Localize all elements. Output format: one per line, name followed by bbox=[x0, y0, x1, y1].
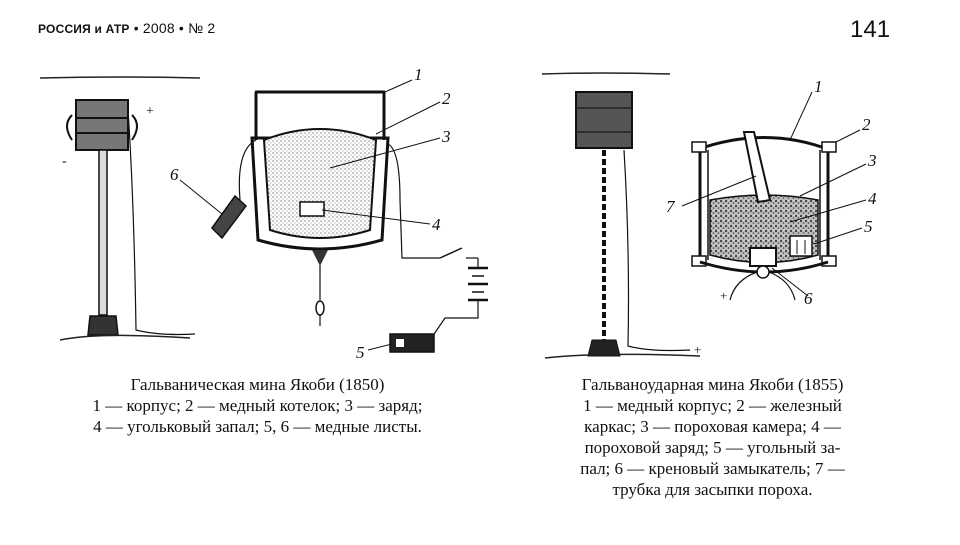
right-caption-line-2: каркас; 3 — пороховая камера; 4 — bbox=[584, 417, 841, 436]
left-figure-caption: Гальваническая мина Якоби (1850) 1 — кор… bbox=[30, 374, 485, 437]
right-caption-line-3: пороховой заряд; 5 — угольный за- bbox=[584, 438, 841, 457]
right-caption-line-1: 1 — медный корпус; 2 — железный bbox=[583, 396, 842, 415]
svg-text:-: - bbox=[62, 154, 67, 169]
right-label-5: 5 bbox=[864, 217, 873, 236]
left-label-4: 4 bbox=[432, 215, 441, 234]
right-caption-line-5: трубка для засыпки пороха. bbox=[612, 480, 813, 499]
page-number: 141 bbox=[850, 16, 891, 43]
right-label-4: 4 bbox=[868, 189, 877, 208]
left-caption-line-2: 4 — угольковый запал; 5, 6 — медные лист… bbox=[93, 417, 422, 436]
left-label-6: 6 bbox=[170, 165, 179, 184]
right-caption-line-4: пал; 6 — креновый замыкатель; 7 — bbox=[580, 459, 845, 478]
left-label-3: 3 bbox=[441, 127, 451, 146]
right-pole-plus-small: + bbox=[720, 288, 727, 303]
left-label-5: 5 bbox=[356, 343, 365, 362]
right-figure-caption: Гальваноударная мина Якоби (1855) 1 — ме… bbox=[515, 374, 910, 500]
right-caption-title: Гальваноударная мина Якоби (1855) bbox=[581, 375, 844, 394]
right-label-7: 7 bbox=[666, 197, 676, 216]
left-pole-plus: + bbox=[146, 104, 154, 119]
journal-name: РОССИЯ и АТР bbox=[38, 22, 130, 36]
running-header: РОССИЯ и АТР • 2008 • № 2 bbox=[38, 20, 215, 36]
right-pole-plus-bottom: + bbox=[694, 342, 701, 357]
right-label-2: 2 bbox=[862, 115, 871, 134]
right-mine-drawing: + bbox=[541, 72, 867, 359]
left-caption-title: Гальваническая мина Якоби (1850) bbox=[130, 375, 385, 394]
left-mine-drawing: + - bbox=[39, 76, 488, 353]
right-label-1: 1 bbox=[814, 77, 823, 96]
right-label-6: 6 bbox=[804, 289, 813, 308]
left-caption-line-1: 1 — корпус; 2 — медный котелок; 3 — заря… bbox=[92, 396, 423, 415]
year-issue: • 2008 • № 2 bbox=[133, 20, 216, 36]
left-label-2: 2 bbox=[442, 89, 451, 108]
right-label-3: 3 bbox=[867, 151, 877, 170]
left-label-1: 1 bbox=[414, 65, 423, 84]
